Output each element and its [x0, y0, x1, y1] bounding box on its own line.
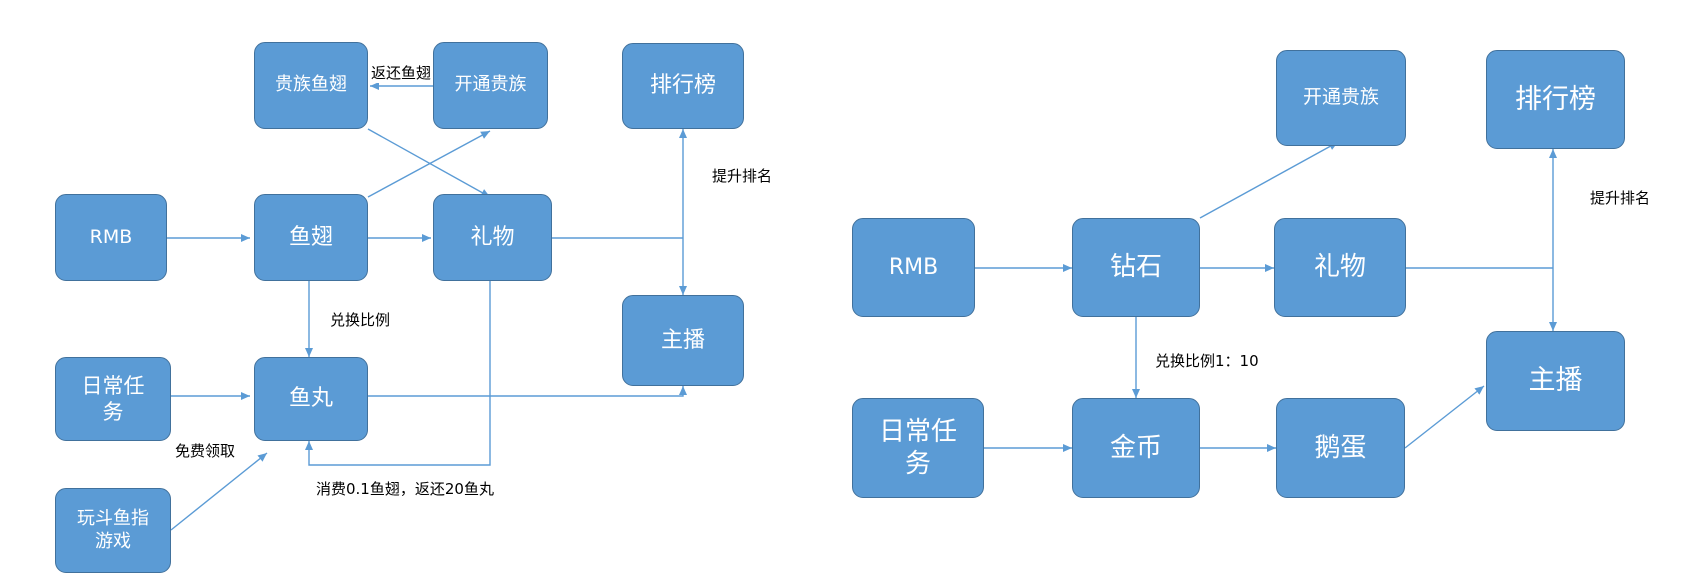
node-open-noble: 开通贵族: [433, 42, 548, 129]
node-fishball: 鱼丸: [254, 357, 368, 441]
node-fin: 鱼翅: [254, 194, 368, 281]
node-open-noble-r: 开通贵族: [1276, 50, 1406, 146]
node-gift-r: 礼物: [1274, 218, 1406, 317]
node-diamond-r: 钻石: [1072, 218, 1200, 317]
edge-game-to-fishball: [170, 452, 268, 531]
node-play-game: 玩斗鱼指游戏: [55, 488, 171, 573]
label-return-fin: 返还鱼翅: [371, 62, 432, 83]
node-anchor: 主播: [622, 295, 744, 386]
node-goose-egg-r: 鹅蛋: [1276, 398, 1405, 498]
node-rmb: RMB: [55, 194, 167, 281]
label-raise-rank-r: 提升排名: [1590, 189, 1651, 207]
edge-fishball-to-anchor: [368, 386, 687, 397]
label-exchange-ratio-r: 兑换比例1：10: [1155, 352, 1259, 370]
label-free-claim: 免费领取: [175, 442, 236, 460]
edge-fin-to-open-noble: [367, 130, 491, 198]
edge-gift-to-fishball: [305, 281, 491, 466]
label-exchange-ratio: 兑换比例: [330, 311, 391, 329]
node-daily-task-r: 日常任务: [852, 398, 984, 498]
label-raise-rank: 提升排名: [712, 167, 773, 185]
node-ranking: 排行榜: [622, 43, 744, 129]
node-ranking-r: 排行榜: [1486, 50, 1625, 149]
node-anchor-r: 主播: [1486, 331, 1625, 431]
node-gift: 礼物: [433, 194, 552, 281]
label-consume: 消费0.1鱼翅，返还20鱼丸: [316, 480, 494, 498]
edge-diamond-to-open-noble-r: [1199, 141, 1339, 219]
edge-egg-to-anchor-r: [1404, 385, 1485, 449]
edge-noble-fin-to-gift: [367, 128, 491, 198]
node-rmb-r: RMB: [852, 218, 975, 317]
node-gold-r: 金币: [1072, 398, 1200, 498]
node-noble-fin: 贵族鱼翅: [254, 42, 368, 129]
node-daily-task: 日常任务: [55, 357, 171, 441]
